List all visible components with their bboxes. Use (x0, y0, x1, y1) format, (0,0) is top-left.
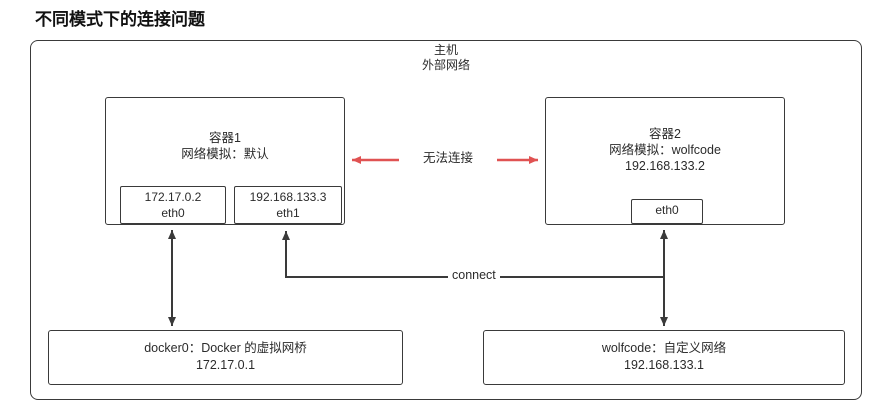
wolfcode-network-box: wolfcode：自定义网络 192.168.133.1 (483, 330, 845, 385)
wolfcode-ip: 192.168.133.1 (624, 358, 704, 372)
container2-text: 容器2 网络模拟：wolfcode 192.168.133.2 (546, 126, 784, 174)
host-label: 主机 (433, 43, 458, 57)
docker0-ip: 172.17.0.1 (195, 358, 256, 372)
container2-eth0-box: eth0 (631, 199, 703, 224)
host-box: 主机 外部网络 (30, 40, 862, 400)
diagram-title: 不同模式下的连接问题 (35, 10, 205, 29)
container1-eth1-box: 192.168.133.3 eth1 (234, 186, 342, 224)
cannot-connect-label: 无法连接 (399, 147, 497, 166)
container2-box: 容器2 网络模拟：wolfcode 192.168.133.2 eth0 (545, 97, 785, 225)
container1-eth1-label: eth1 (276, 206, 300, 220)
container1-text: 容器1 网络模拟：默认 (106, 130, 344, 162)
container2-mode: 网络模拟：wolfcode (609, 143, 721, 157)
host-labels: 主机 外部网络 (31, 43, 861, 73)
connect-label: connect (448, 268, 500, 282)
external-network-label: 外部网络 (421, 58, 470, 72)
container1-mode: 网络模拟：默认 (181, 147, 269, 161)
container1-eth0-ip: 172.17.0.2 (144, 190, 202, 204)
container1-box: 容器1 网络模拟：默认 172.17.0.2 eth0 192.168.133.… (105, 97, 345, 225)
docker0-network-box: docker0：Docker 的虚拟网桥 172.17.0.1 (48, 330, 403, 385)
container2-eth0-label: eth0 (655, 203, 679, 217)
container2-ip: 192.168.133.2 (625, 159, 705, 173)
container1-eth1-ip: 192.168.133.3 (249, 190, 327, 204)
container1-eth0-box: 172.17.0.2 eth0 (120, 186, 226, 224)
docker0-name: docker0：Docker 的虚拟网桥 (144, 341, 307, 355)
container1-title: 容器1 (209, 131, 241, 145)
container2-title: 容器2 (649, 127, 681, 141)
container1-eth0-label: eth0 (161, 206, 185, 220)
wolfcode-name: wolfcode：自定义网络 (601, 341, 727, 355)
